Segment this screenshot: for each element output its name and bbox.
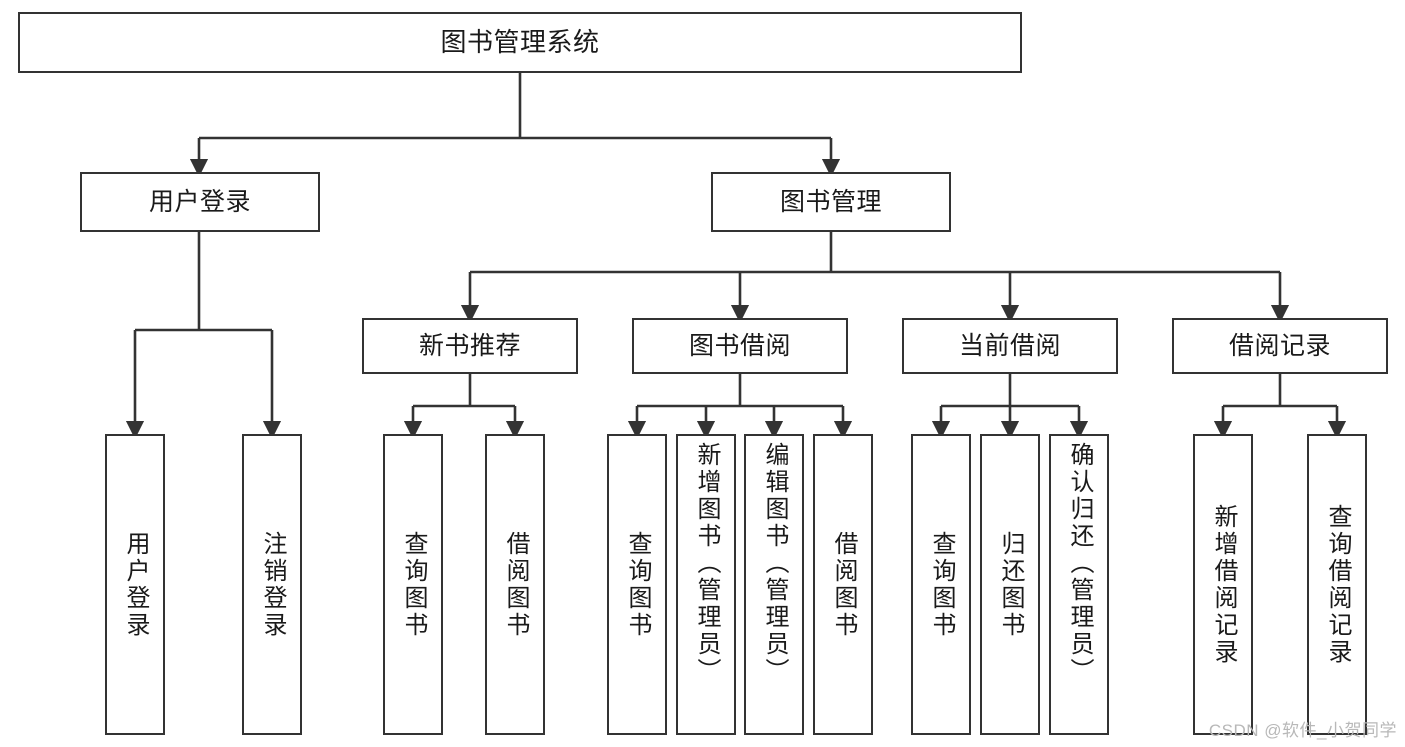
node-leaf-query-book-borrow[interactable]: 查询图书 [607, 434, 667, 735]
node-label: 查询借阅记录 [1324, 503, 1351, 666]
node-label: 图书管理系统 [440, 27, 600, 58]
node-label: 归还图书 [997, 530, 1024, 639]
node-label: 借阅记录 [1228, 331, 1331, 360]
node-label: 编辑图书（管理员） [761, 442, 788, 685]
node-book-management[interactable]: 图书管理 [711, 172, 951, 232]
node-leaf-user-login[interactable]: 用户登录 [105, 434, 165, 735]
node-label: 用户登录 [122, 530, 149, 639]
node-leaf-edit-book-admin[interactable]: 编辑图书（管理员） [744, 434, 804, 735]
node-leaf-query-book-current[interactable]: 查询图书 [911, 434, 971, 735]
node-current-borrowing[interactable]: 当前借阅 [902, 318, 1118, 374]
node-leaf-return-book[interactable]: 归还图书 [980, 434, 1040, 735]
node-label: 新增借阅记录 [1210, 503, 1237, 666]
node-label: 图书借阅 [688, 331, 791, 360]
node-label: 查询图书 [400, 530, 427, 639]
node-label: 借阅图书 [830, 530, 857, 639]
node-label: 查询图书 [928, 530, 955, 639]
node-leaf-logout[interactable]: 注销登录 [242, 434, 302, 735]
csdn-watermark: CSDN @软件_小贺同学 [1208, 721, 1397, 740]
node-label: 用户登录 [148, 187, 251, 216]
node-root-book-management-system[interactable]: 图书管理系统 [18, 12, 1022, 73]
node-label: 新书推荐 [418, 331, 521, 360]
node-borrowing-record[interactable]: 借阅记录 [1172, 318, 1388, 374]
node-label: 查询图书 [624, 530, 651, 639]
node-leaf-query-borrow-record[interactable]: 查询借阅记录 [1307, 434, 1367, 735]
node-label: 确认归还（管理员） [1066, 442, 1093, 685]
node-label: 借阅图书 [502, 530, 529, 639]
node-leaf-add-borrow-record[interactable]: 新增借阅记录 [1193, 434, 1253, 735]
node-label: 图书管理 [779, 187, 882, 216]
node-leaf-confirm-return-admin[interactable]: 确认归还（管理员） [1049, 434, 1109, 735]
node-leaf-add-book-admin[interactable]: 新增图书（管理员） [676, 434, 736, 735]
node-label: 当前借阅 [958, 331, 1061, 360]
node-label: 注销登录 [259, 530, 286, 639]
node-leaf-borrow-book-borrow[interactable]: 借阅图书 [813, 434, 873, 735]
node-leaf-borrow-book-new-rec[interactable]: 借阅图书 [485, 434, 545, 735]
node-book-borrowing[interactable]: 图书借阅 [632, 318, 848, 374]
node-new-book-recommendation[interactable]: 新书推荐 [362, 318, 578, 374]
node-leaf-query-book-new-rec[interactable]: 查询图书 [383, 434, 443, 735]
node-user-login[interactable]: 用户登录 [80, 172, 320, 232]
node-label: 新增图书（管理员） [693, 442, 720, 685]
